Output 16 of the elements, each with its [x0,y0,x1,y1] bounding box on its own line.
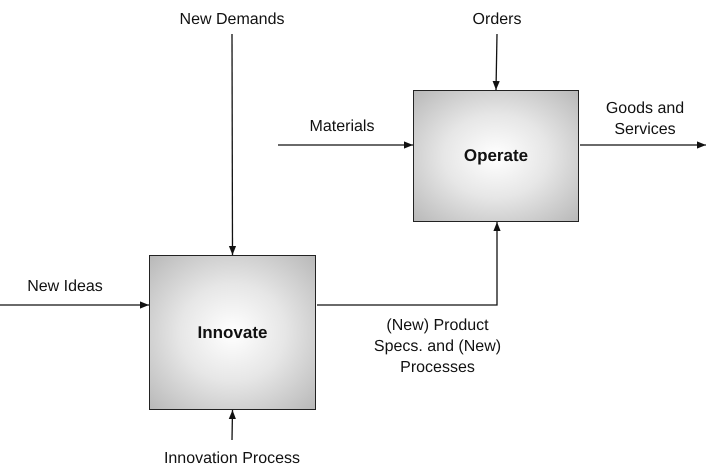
process-box: Operate [413,90,579,222]
arrow [580,141,706,149]
arrow [228,410,236,440]
edge-label: (New) Product Specs. and (New) Processes [372,316,502,378]
process-box: Innovate [149,255,316,410]
arrow [278,141,413,149]
arrow [0,301,149,309]
edge-label: Goods and Services [604,99,686,140]
input-label: Orders [472,10,522,30]
arrow [492,34,500,90]
arrow [317,222,501,306]
input-label: Innovation Process [164,448,300,469]
arrow [228,34,236,255]
edge-label: Materials [308,117,376,137]
input-label: New Demands [180,10,284,30]
edge-label: New Ideas [26,277,104,297]
